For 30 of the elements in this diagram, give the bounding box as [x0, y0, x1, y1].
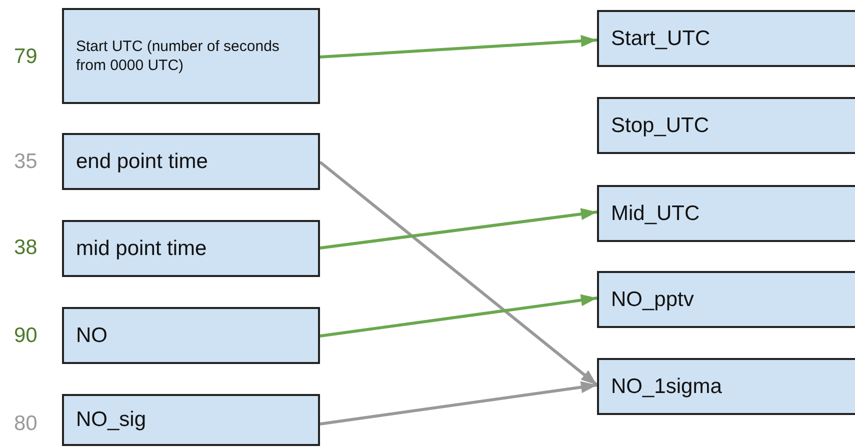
- field-name: NO_sig: [76, 407, 146, 434]
- arrow: [320, 294, 598, 338]
- field-box: [62, 394, 320, 446]
- field-number: 90: [14, 324, 38, 348]
- field-name: NO_pptv: [611, 286, 694, 313]
- field-box: [62, 8, 320, 104]
- field-name: Start UTC (number of seconds from 0000 UTC): [76, 36, 280, 76]
- field-box: [597, 358, 855, 415]
- field-number: 35: [14, 150, 38, 174]
- field-name: end point time: [76, 148, 208, 175]
- field-name: Stop_UTC: [611, 112, 710, 139]
- arrow: [320, 35, 598, 58]
- arrow: [320, 208, 598, 250]
- field-number: 79: [14, 45, 38, 69]
- field-box: [62, 133, 320, 190]
- field-box: [597, 185, 855, 242]
- field-box: [597, 97, 855, 154]
- field-name: Mid_UTC: [611, 200, 700, 227]
- field-number: 38: [14, 236, 38, 260]
- field-box: [62, 307, 320, 364]
- field-box: [597, 271, 855, 328]
- arrow: [319, 160, 598, 386]
- field-name: mid point time: [76, 236, 207, 262]
- field-name: NO_1sigma: [611, 374, 722, 400]
- field-number: 80: [14, 412, 38, 436]
- arrow: [320, 381, 598, 426]
- field-box: [597, 10, 855, 67]
- field-name: NO: [76, 322, 108, 349]
- field-box: [62, 220, 320, 277]
- field-name: Start_UTC: [611, 26, 710, 52]
